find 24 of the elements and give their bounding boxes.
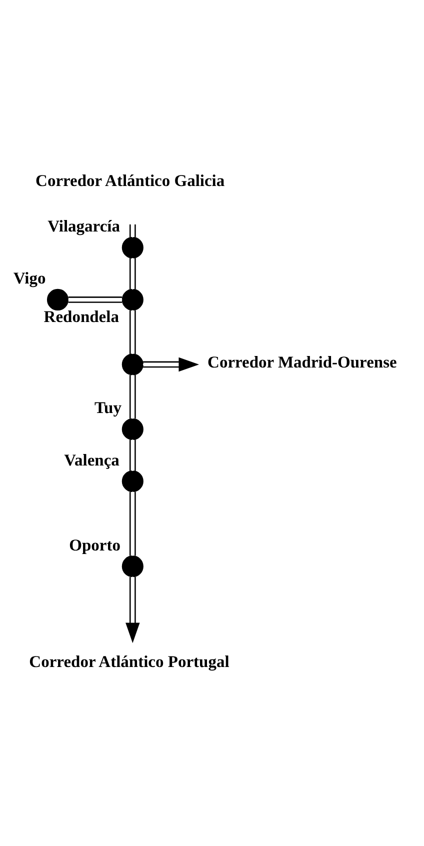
node-label: Redondela [44, 306, 119, 326]
node-label: Vigo [13, 268, 46, 288]
node-label: Vilagarcía [48, 216, 120, 236]
node-circle [46, 288, 69, 310]
arrow [126, 576, 140, 643]
node-circle [122, 353, 144, 375]
node-label: Valença [64, 450, 120, 469]
connector [129, 258, 136, 289]
node-text: Corredor Madrid-Ourense [208, 352, 397, 372]
node-circle [122, 555, 144, 577]
node-circle [122, 236, 144, 258]
connector [129, 310, 136, 354]
node-label: Tuy [94, 398, 122, 417]
connector [129, 439, 136, 470]
node-circle [122, 288, 144, 310]
node-text: Corredor Atlántico Galicia [36, 170, 225, 190]
connector [129, 491, 136, 556]
node-label: Oporto [69, 534, 121, 554]
node-text: Corredor Atlántico Portugal [29, 652, 230, 671]
connector [68, 296, 122, 302]
connector [129, 374, 136, 418]
node-circle [122, 470, 144, 492]
arrow [143, 356, 200, 372]
node-circle [122, 418, 144, 440]
